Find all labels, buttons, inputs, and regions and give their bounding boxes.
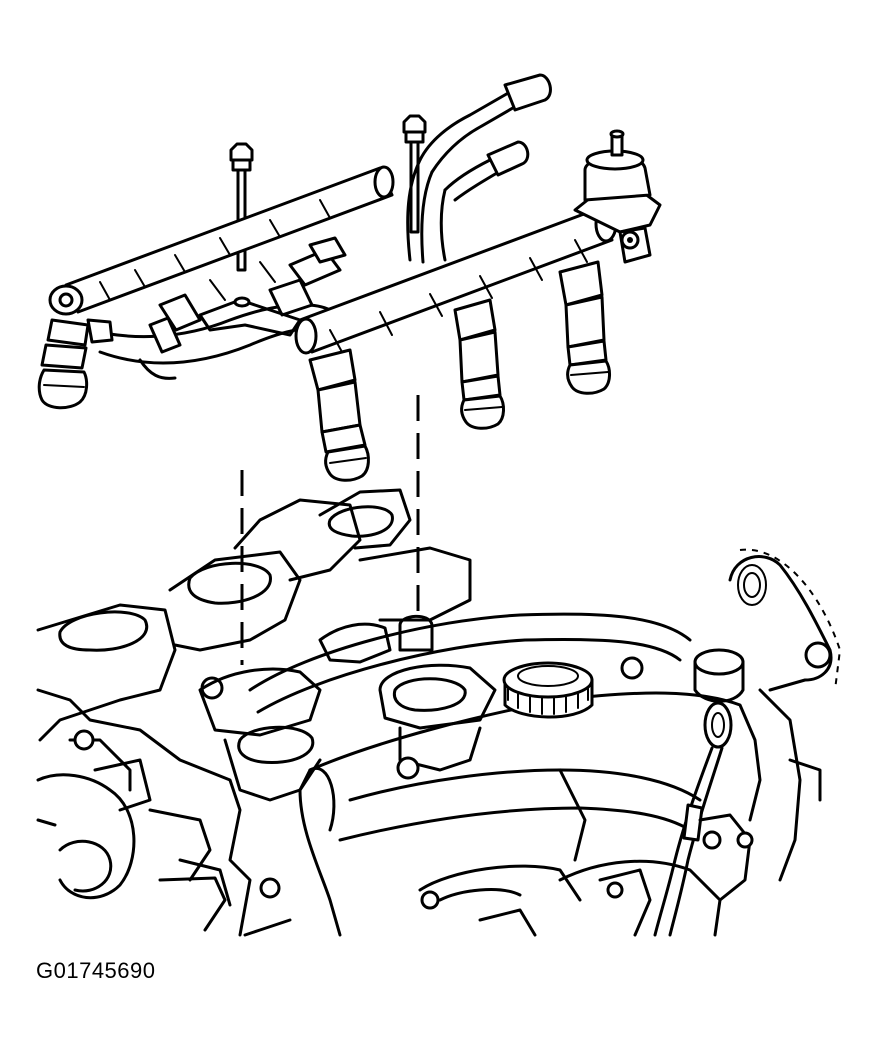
bolt-right xyxy=(402,114,427,234)
alignment-guides xyxy=(240,395,420,665)
figure-code-label: G01745690 xyxy=(36,958,156,983)
engine-block xyxy=(36,488,842,937)
fuel-rail-assembly xyxy=(37,73,662,482)
